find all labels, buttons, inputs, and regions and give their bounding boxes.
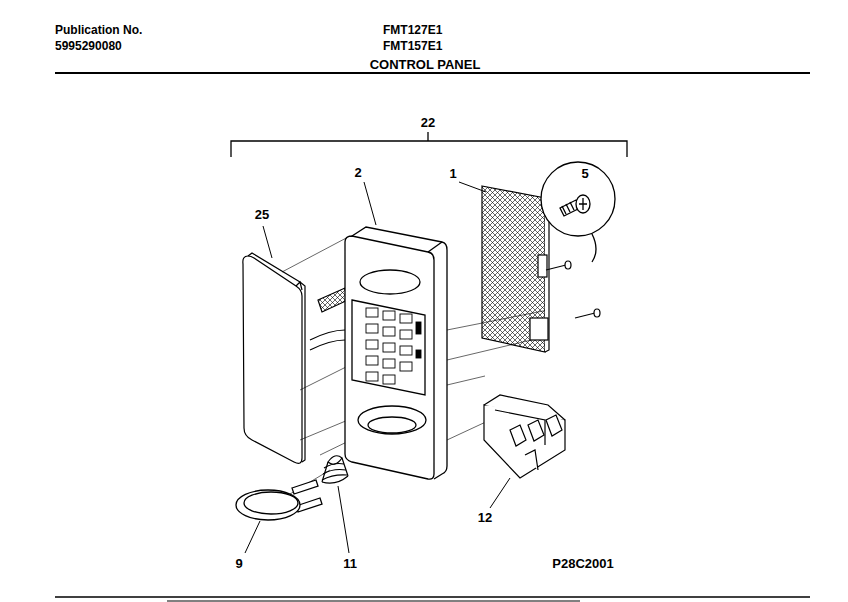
publication-label: Publication No.	[55, 24, 142, 36]
door-part	[243, 253, 348, 463]
callout-number: 22	[421, 116, 435, 129]
door-button	[236, 480, 322, 520]
callout-number: 9	[235, 557, 242, 570]
spring	[322, 456, 348, 483]
page-title: CONTROL PANEL	[370, 58, 481, 71]
figure-code: P28C2001	[552, 557, 613, 570]
footer-rule	[55, 596, 810, 598]
assembly-bracket	[231, 132, 627, 157]
callout-number: 2	[354, 166, 361, 179]
publication-number: 5995290080	[55, 40, 122, 52]
callout-number: 11	[343, 557, 357, 570]
detail-circle	[541, 162, 615, 262]
callout-number: 12	[478, 511, 492, 524]
model-number: FMT157E1	[383, 40, 442, 52]
footer-rule	[167, 601, 580, 602]
callout-number: 25	[255, 208, 269, 221]
model-number: FMT127E1	[383, 24, 442, 36]
button-grid	[366, 308, 421, 384]
leader-line	[245, 182, 510, 553]
callout-number: 5	[581, 167, 588, 180]
callout-number: 1	[449, 167, 456, 180]
latch-bracket	[484, 395, 565, 478]
control-panel-frame	[345, 227, 447, 479]
header-rule	[55, 72, 810, 74]
circuit-board	[482, 186, 549, 352]
screw	[546, 261, 600, 318]
